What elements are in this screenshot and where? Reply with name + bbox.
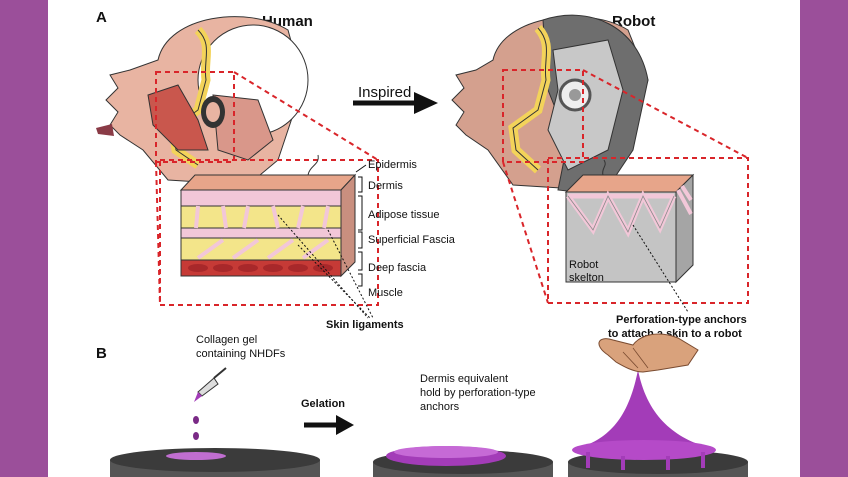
label-adipose-tissue: Adipose tissue xyxy=(368,209,440,221)
label-skin-ligaments: Skin ligaments xyxy=(326,319,404,331)
human-zoom-frame xyxy=(155,71,379,306)
label-muscle: Muscle xyxy=(368,287,403,299)
culture-base-2 xyxy=(373,446,553,477)
hand-icon xyxy=(598,333,699,373)
inspired-label: Inspired xyxy=(358,84,411,101)
human-head-illustration xyxy=(96,16,309,186)
panel-b-letter: B xyxy=(96,345,107,362)
label-superficial-fascia: Superficial Fascia xyxy=(368,234,456,246)
panel-a-letter: A xyxy=(96,9,107,26)
collagen-label-line2: containing NHDFs xyxy=(196,348,286,360)
label-skelton: skelton xyxy=(569,272,604,284)
figure-svg: A Human Robot xyxy=(96,9,749,477)
dermis-label-line3: anchors xyxy=(420,401,460,413)
inspired-arrow xyxy=(353,92,438,114)
gelation-arrow xyxy=(304,415,354,435)
robot-skin-block xyxy=(564,159,695,313)
anchors-caption-line2: to attach a skin to a robot xyxy=(608,328,742,340)
human-skin-block xyxy=(179,154,357,278)
robot-title: Robot xyxy=(612,13,655,30)
figure-panel: A Human Robot xyxy=(48,0,800,477)
robot-head-illustration xyxy=(451,14,649,196)
robot-zoom-frame xyxy=(502,69,749,304)
gel-drops xyxy=(193,416,199,440)
human-layer-brackets xyxy=(277,164,374,319)
culture-base-1 xyxy=(110,448,320,477)
pipette-icon xyxy=(194,367,227,402)
label-epidermis: Epidermis xyxy=(368,159,417,171)
culture-base-3 xyxy=(568,370,748,477)
label-deep-fascia: Deep fascia xyxy=(368,262,427,274)
label-dermis: Dermis xyxy=(368,180,403,192)
collagen-label-line1: Collagen gel xyxy=(196,334,257,346)
gelation-label: Gelation xyxy=(301,398,345,410)
dermis-label-line2: hold by perforation-type xyxy=(420,387,536,399)
label-robot: Robot xyxy=(569,259,598,271)
anchors-caption-line1: Perforation-type anchors xyxy=(616,314,747,326)
dermis-label-line1: Dermis equivalent xyxy=(420,373,508,385)
